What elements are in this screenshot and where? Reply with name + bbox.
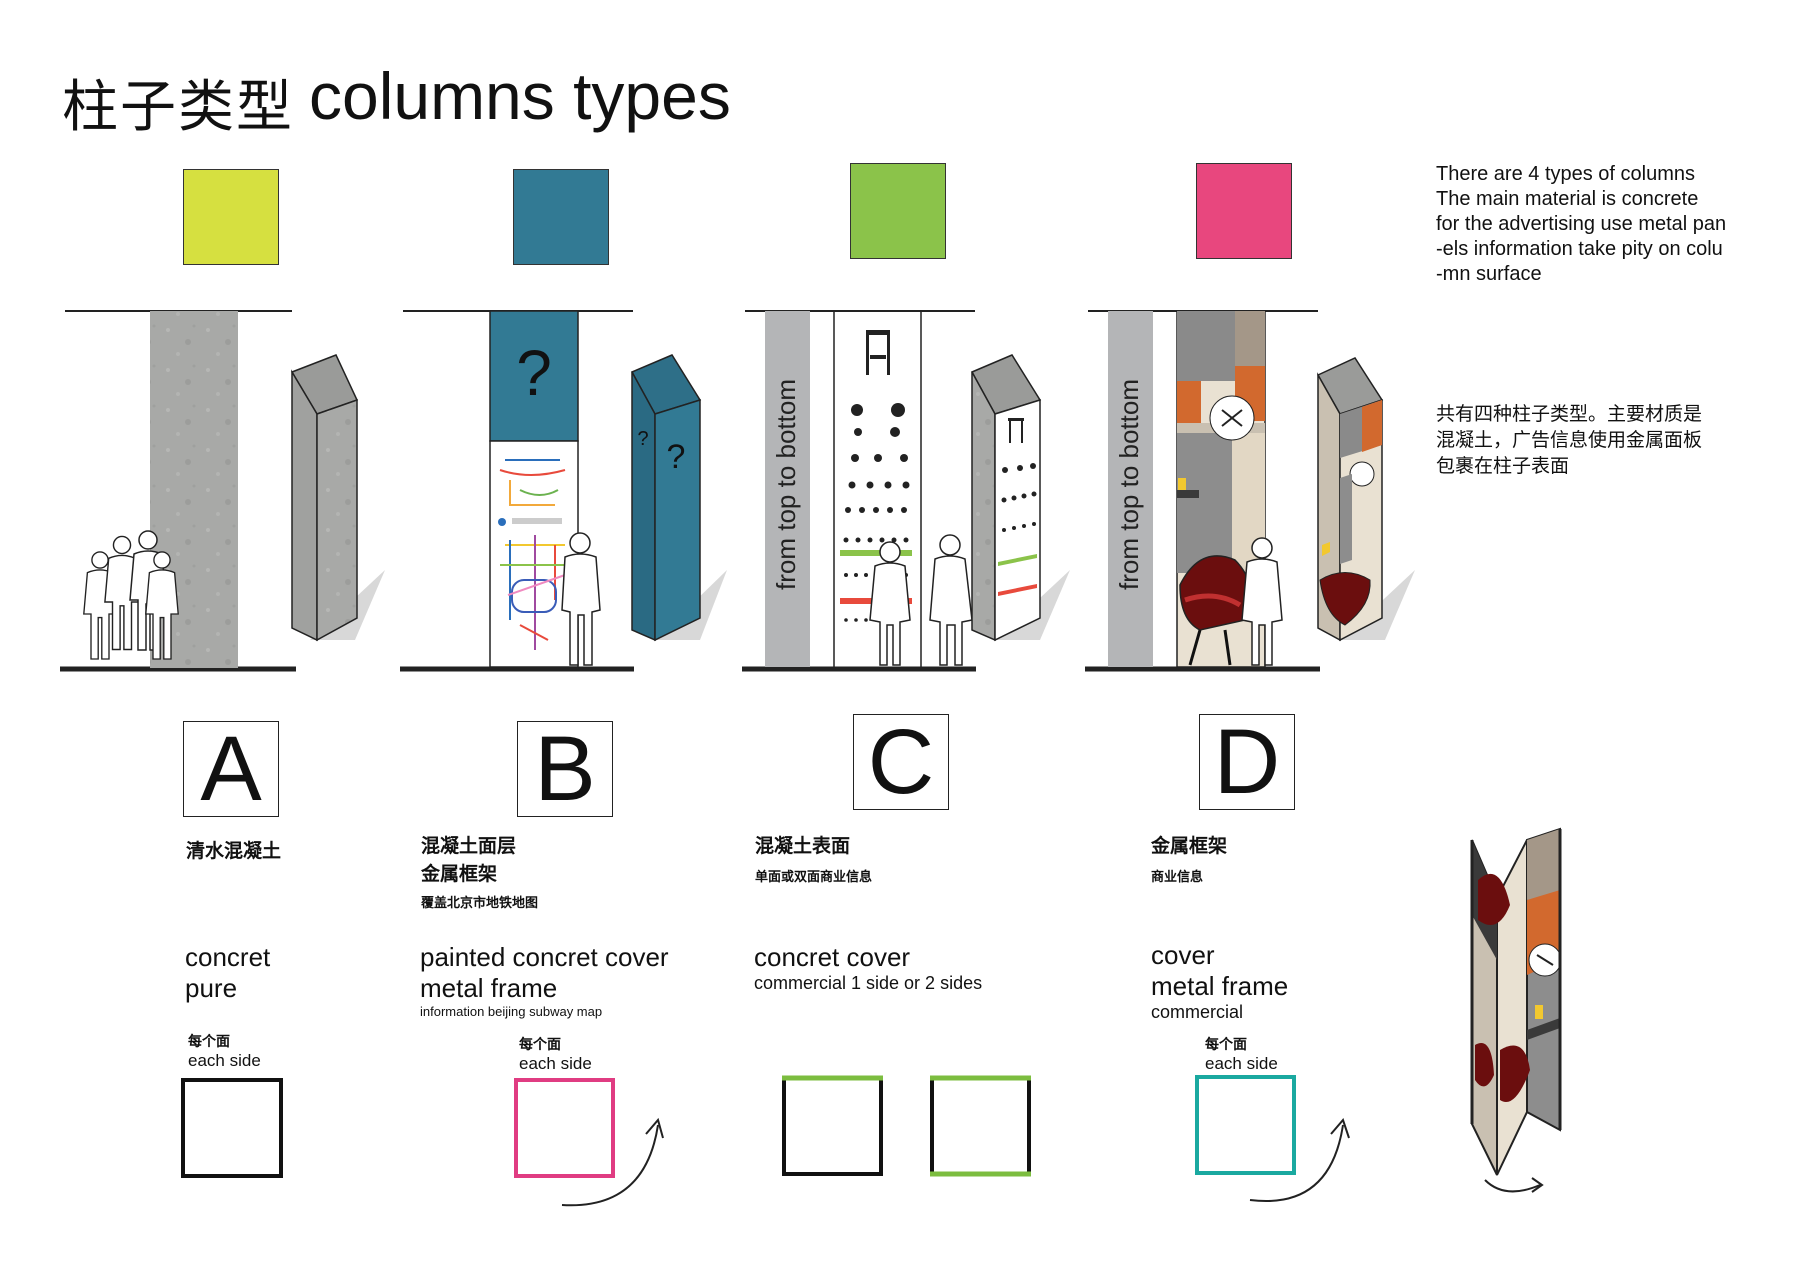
column-d-banner [1108, 311, 1153, 667]
description-line: There are 4 types of columns [1436, 163, 1696, 185]
column-c-en-title: concret cover commercial 1 side or 2 sid… [754, 942, 982, 994]
description-en: There are 4 types of columns The main ma… [1436, 162, 1726, 287]
column-d-cn-sub: 商业信息 [1151, 870, 1204, 885]
description-line: for the advertising use metal pan [1436, 213, 1727, 235]
person-silhouette [1241, 537, 1283, 666]
description-line: 共有四种柱子类型。主要材质是 [1436, 403, 1703, 425]
column-d-en-line: metal frame [1151, 971, 1289, 1001]
column-b-side-label: 每个面 each side [519, 1036, 592, 1074]
letter-box-c: C [853, 714, 949, 810]
plan-square-a [181, 1078, 283, 1178]
people-silhouette [869, 534, 973, 666]
chair-icons [843, 330, 910, 622]
column-b-en-line: painted concret cover [420, 942, 669, 972]
side-label-en: each side [1205, 1054, 1278, 1073]
letter-box-a: A [183, 721, 279, 817]
swatch-b [513, 169, 609, 265]
swatch-d [1196, 163, 1292, 259]
column-b-cn-line: 金属框架 [421, 863, 498, 885]
column-b-en-title: painted concret cover metal frame inform… [420, 942, 669, 1019]
subway-map-lines [498, 459, 570, 650]
column-a-en-line: pure [185, 973, 238, 1003]
side-label-cn: 每个面 [188, 1034, 230, 1050]
plan-square-c2 [930, 1076, 1031, 1176]
letter-box-d: D [1199, 714, 1295, 810]
column-b-en-sub: information beijing subway map [420, 1004, 603, 1019]
column-a-en-title: concret pure [185, 942, 270, 1004]
column-d-en-title: cover metal frame commercial [1151, 940, 1288, 1023]
page-title-cn: 柱子类型 [62, 75, 294, 140]
description-line: 混凝土，广告信息使用金属面板 [1436, 429, 1703, 451]
column-b-cn-line: 混凝土面层 [421, 835, 517, 857]
swatch-c [850, 163, 946, 259]
column-c-3d-front [994, 398, 1041, 642]
column-a-3d-front [316, 398, 358, 642]
plan-square-c1 [782, 1076, 883, 1176]
column-b-3d-front [654, 398, 701, 642]
person-silhouette [561, 532, 601, 666]
column-d-cn-line: 金属框架 [1151, 835, 1228, 857]
column-b-illustration: ? ? ? [400, 310, 727, 672]
page-title-en: columns types [309, 59, 731, 133]
column-c-cn-title: 混凝土表面 单面或双面商业信息 [755, 832, 872, 885]
column-d-cn-title: 金属框架 商业信息 [1151, 832, 1227, 885]
description-line: -els information take pity on colu [1436, 238, 1723, 260]
plan-square-d [1195, 1075, 1296, 1175]
column-a-en-line: concret [185, 942, 271, 972]
column-b-cn-title: 混凝土面层 金属框架 覆盖北京市地铁地图 [421, 832, 538, 911]
description-cn: 共有四种柱子类型。主要材质是 混凝土，广告信息使用金属面板 包裹在柱子表面 [1436, 401, 1702, 479]
column-d-illustration: from top to bottom [1085, 310, 1415, 672]
side-label-cn: 每个面 [1205, 1037, 1247, 1053]
large-3d-column [1470, 827, 1562, 1193]
column-c-banner-text: from top to bottom [771, 379, 801, 590]
column-b-3d-question-mark-side: ? [637, 428, 648, 450]
column-c-cn-line: 混凝土表面 [755, 835, 851, 857]
rotate-arrow-icon [561, 1124, 659, 1207]
rotate-arrow-icon [1484, 1179, 1541, 1193]
letter-box-b: B [517, 721, 613, 817]
column-d-side-label: 每个面 each side [1205, 1036, 1278, 1074]
plan-square-b [514, 1078, 615, 1178]
column-c-en-line: concret cover [754, 942, 911, 972]
column-c-cn-sub: 单面或双面商业信息 [755, 870, 873, 885]
side-label-en: each side [188, 1051, 261, 1070]
column-b-question-mark: ? [516, 337, 552, 409]
column-c-banner [765, 311, 810, 667]
column-c-en-sub: commercial 1 side or 2 sides [754, 973, 983, 993]
column-c-illustration: from top to bottom [742, 310, 1070, 672]
description-line: 包裹在柱子表面 [1436, 455, 1570, 477]
column-b-cn-sub: 覆盖北京市地铁地图 [421, 896, 539, 911]
column-a-illustration [60, 310, 385, 672]
column-b-3d-question-mark-front: ? [667, 438, 686, 476]
column-d-en-line: cover [1151, 940, 1215, 970]
column-a-cn-title: 清水混凝土 [186, 840, 282, 862]
column-b-en-line: metal frame [420, 973, 558, 1003]
rotate-arrow-icon [1249, 1124, 1344, 1202]
description-line: -mn surface [1436, 263, 1542, 285]
side-label-en: each side [519, 1054, 592, 1073]
side-label-cn: 每个面 [519, 1037, 561, 1053]
description-line: The main material is concrete [1436, 188, 1699, 210]
swatch-a [183, 169, 279, 265]
column-d-en-sub: commercial [1151, 1002, 1244, 1022]
column-a-side-label: 每个面 each side [188, 1033, 261, 1071]
column-a-3d-side [291, 369, 318, 642]
column-d-banner-text: from top to bottom [1114, 379, 1144, 590]
